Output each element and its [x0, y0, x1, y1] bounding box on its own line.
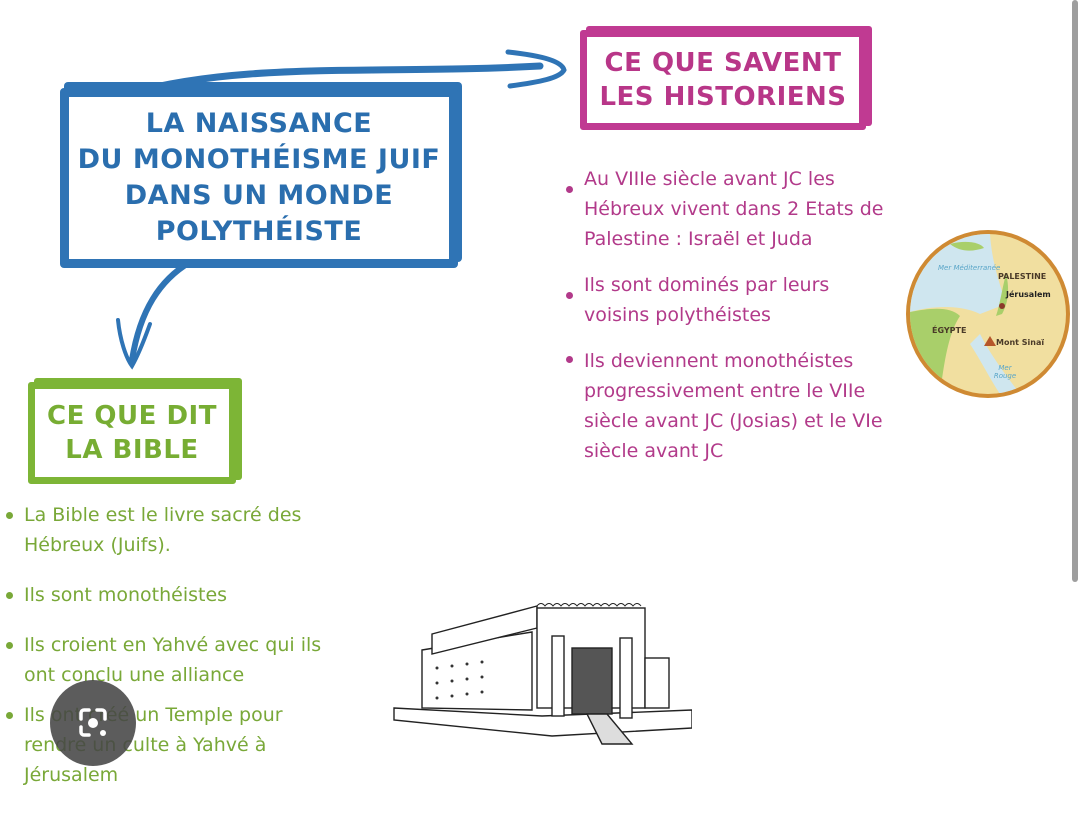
google-lens-button[interactable]	[50, 680, 136, 766]
lens-camera-icon	[79, 708, 107, 737]
list-item: Ils croient en Yahvé avec qui ils ont co…	[6, 630, 336, 690]
temple-illustration-icon	[393, 603, 692, 745]
list-item-text: Au VIIIe siècle avant JC les Hébreux viv…	[584, 168, 884, 250]
bullet-icon	[6, 712, 13, 719]
historians-heading-box: CE QUE SAVENT LES HISTORIENS	[580, 30, 866, 130]
list-item: Ils deviennent monothéistes progressivem…	[566, 346, 896, 466]
bullet-icon	[566, 292, 573, 299]
bible-list: La Bible est le livre sacré des Hébreux …	[6, 500, 336, 810]
map-terrain-icon	[910, 234, 1020, 394]
bible-heading-box: CE QUE DIT LA BIBLE	[28, 382, 236, 484]
list-item: Ils sont monothéistes	[6, 580, 336, 610]
list-item: Au VIIIe siècle avant JC les Hébreux viv…	[566, 164, 896, 254]
historians-heading-line: CE QUE SAVENT	[604, 48, 842, 78]
list-item: Ils sont dominés par leurs voisins polyt…	[566, 270, 896, 330]
list-item-text: Ils croient en Yahvé avec qui ils ont co…	[24, 634, 322, 686]
map-label-sinai: Mont Sinaï	[996, 338, 1045, 347]
bullet-icon	[6, 642, 13, 649]
bullet-icon	[6, 592, 13, 599]
list-item-text: Ils deviennent monothéistes progressivem…	[584, 350, 883, 462]
title-line: DANS UN MONDE	[124, 180, 394, 211]
list-item-text: La Bible est le livre sacré des Hébreux …	[24, 504, 302, 556]
map-label-jerusalem: Jérusalem	[1006, 290, 1051, 299]
map-label-palestine: PALESTINE	[998, 272, 1047, 281]
list-item-text: Ils sont dominés par leurs voisins polyt…	[584, 274, 830, 326]
map-label-mediterranean: Mer Méditerranée	[938, 264, 1001, 272]
map-label-egypt: ÉGYPTE	[932, 326, 967, 335]
list-item-text: Ils sont monothéistes	[24, 584, 228, 606]
vertical-scrollbar[interactable]	[1072, 0, 1078, 582]
title-line: POLYTHÉISTE	[155, 216, 363, 247]
historians-heading-line: LES HISTORIENS	[599, 82, 847, 112]
bullet-icon	[6, 512, 13, 519]
title-line: DU MONOTHÉISME JUIF	[77, 144, 441, 175]
main-title-box: LA NAISSANCE DU MONOTHÉISME JUIF DANS UN…	[60, 88, 458, 268]
bible-heading-line: LA BIBLE	[65, 435, 199, 465]
bible-heading-line: CE QUE DIT	[47, 401, 217, 431]
map-label-red-sea: Mer Rouge	[993, 364, 1017, 380]
map-palestine-egypt: Mer Méditerranée PALESTINE Jérusalem ÉGY…	[906, 230, 1070, 398]
title-line: LA NAISSANCE	[145, 108, 373, 139]
bullet-icon	[566, 186, 573, 193]
bullet-icon	[566, 356, 573, 363]
list-item: La Bible est le livre sacré des Hébreux …	[6, 500, 336, 560]
historians-list: Au VIIIe siècle avant JC les Hébreux viv…	[566, 164, 896, 482]
